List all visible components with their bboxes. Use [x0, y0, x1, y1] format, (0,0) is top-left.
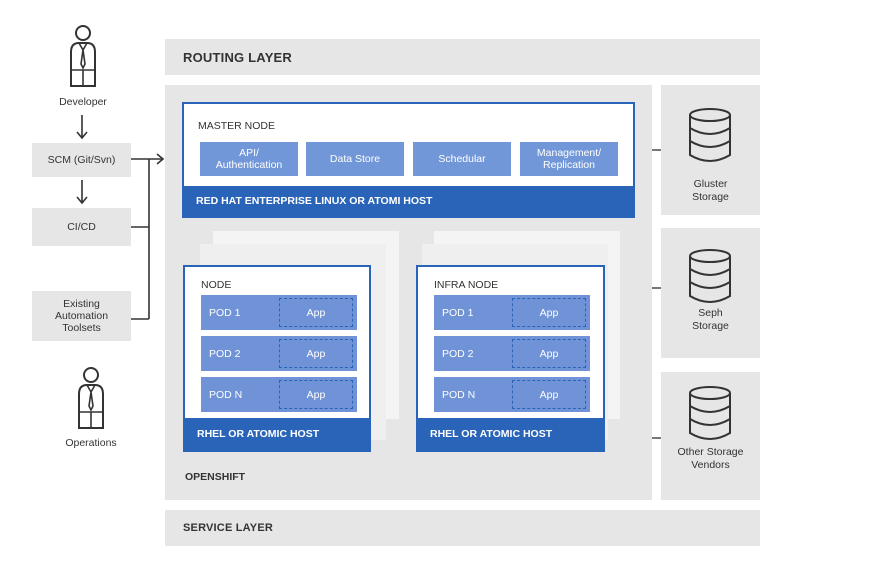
pod-2: POD 2 App	[434, 336, 590, 371]
service-api-auth: API/ Authentication	[200, 142, 298, 176]
pod-n-label: POD N	[209, 388, 243, 401]
master-node-footer: RED HAT ENTERPRISE LINUX OR ATOMI HOST	[184, 186, 633, 216]
pod-2-label: POD 2	[442, 347, 474, 360]
service-data-store-label: Data Store	[329, 153, 381, 165]
storage-gluster: Gluster Storage	[661, 85, 760, 215]
pod-n: POD N App	[434, 377, 590, 412]
infra-node: INFRA NODE POD 1 App POD 2 App POD N App…	[416, 265, 605, 452]
pod-2: POD 2 App	[201, 336, 357, 371]
node: NODE POD 1 App POD 2 App POD N App RHEL …	[183, 265, 371, 452]
pod-1-label: POD 1	[442, 306, 474, 319]
master-node: MASTER NODE API/ Authentication Data Sto…	[182, 102, 635, 218]
node-footer: RHEL OR ATOMIC HOST	[185, 418, 369, 450]
service-management: Management/ Replication	[520, 142, 618, 176]
pod-n: POD N App	[201, 377, 357, 412]
service-management-label: Management/ Replication	[536, 147, 602, 171]
arrow-down-icon	[76, 115, 88, 140]
routing-layer-title: ROUTING LAYER	[183, 49, 293, 65]
database-icon	[689, 386, 731, 440]
infra-node-title: INFRA NODE	[434, 279, 499, 291]
automation-box: Existing Automation Toolsets	[32, 291, 131, 341]
app-box: App	[279, 298, 353, 327]
storage-gluster-label: Gluster Storage	[692, 178, 729, 203]
routing-layer-bar: ROUTING LAYER	[165, 39, 760, 75]
app-box: App	[512, 298, 586, 327]
app-box: App	[512, 380, 586, 409]
storage-other: Other Storage Vendors	[661, 372, 760, 500]
node-title: NODE	[201, 279, 232, 291]
master-node-title: MASTER NODE	[198, 120, 276, 132]
service-schedular: Schedular	[413, 142, 511, 176]
pod-1-label: POD 1	[209, 306, 241, 319]
arrow-down-icon	[76, 180, 88, 205]
infra-node-footer: RHEL OR ATOMIC HOST	[418, 418, 603, 450]
database-icon	[689, 108, 731, 162]
storage-seph: Seph Storage	[661, 228, 760, 358]
service-schedular-label: Schedular	[438, 153, 486, 165]
app-box: App	[279, 380, 353, 409]
database-icon	[689, 249, 731, 303]
cicd-label: CI/CD	[67, 221, 96, 233]
storage-other-label: Other Storage Vendors	[677, 446, 744, 471]
storage-seph-label: Seph Storage	[692, 307, 729, 332]
cicd-box: CI/CD	[32, 208, 131, 246]
app-box: App	[279, 339, 353, 368]
service-layer-bar: SERVICE LAYER	[165, 510, 760, 546]
operations-icon	[78, 367, 104, 429]
openshift-label: OPENSHIFT	[185, 471, 246, 483]
pod-1: POD 1 App	[434, 295, 590, 330]
scm-box: SCM (Git/Svn)	[32, 143, 131, 177]
pod-n-label: POD N	[442, 388, 476, 401]
automation-label: Existing Automation Toolsets	[54, 298, 109, 334]
developer-icon	[70, 25, 96, 87]
app-box: App	[512, 339, 586, 368]
pod-2-label: POD 2	[209, 347, 241, 360]
operations-label: Operations	[65, 437, 117, 449]
service-api-auth-label: API/ Authentication	[215, 147, 283, 171]
service-data-store: Data Store	[306, 142, 404, 176]
scm-label: SCM (Git/Svn)	[47, 154, 116, 166]
developer-label: Developer	[59, 96, 107, 108]
service-layer-title: SERVICE LAYER	[183, 522, 274, 534]
pod-1: POD 1 App	[201, 295, 357, 330]
